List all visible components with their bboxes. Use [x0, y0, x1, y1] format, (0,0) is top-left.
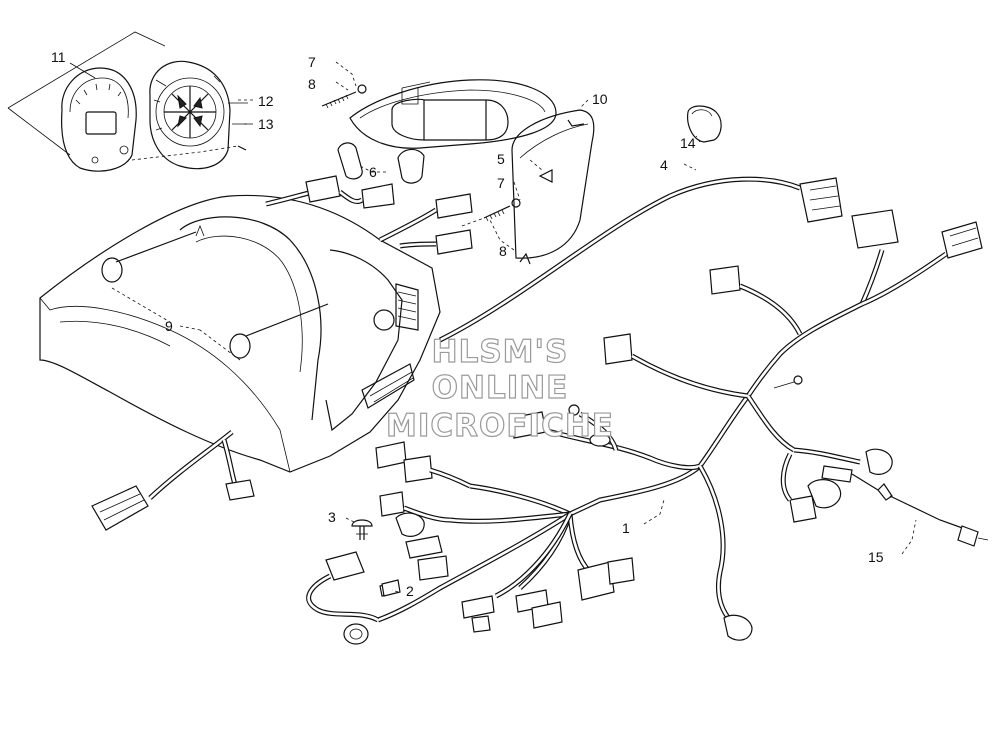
instrument-cluster-group — [7, 31, 250, 172]
callout-6: 6 — [369, 164, 377, 180]
headlight-housing-group — [321, 79, 595, 265]
callout-12: 12 — [258, 93, 274, 109]
vent-grille-upper — [395, 283, 419, 331]
speedometer-gauge — [61, 67, 137, 172]
callout-7-side: 7 — [497, 175, 505, 191]
clamp-ring-14 — [687, 105, 722, 143]
leader-lines — [179, 61, 917, 593]
callout-2: 2 — [406, 583, 414, 599]
watermark-line-2: ONLINE — [432, 370, 569, 406]
callout-14: 14 — [680, 135, 696, 151]
main-harness-lower — [306, 333, 989, 645]
vent-grille-lower — [361, 363, 415, 409]
watermark: HLSM'S ONLINE MICROFICHE — [385, 333, 614, 444]
watermark-line-3: MICROFICHE — [386, 408, 614, 444]
callout-3: 3 — [328, 509, 336, 525]
small-fuse-2 — [381, 579, 401, 597]
callout-9: 9 — [165, 318, 173, 334]
callout-13: 13 — [258, 116, 274, 132]
callout-10: 10 — [592, 91, 608, 107]
watermark-line-1: HLSM'S — [432, 334, 569, 370]
callout-4: 4 — [660, 157, 668, 173]
callout-8-side: 8 — [499, 243, 507, 259]
callout-15: 15 — [868, 549, 884, 565]
callout-1: 1 — [622, 520, 630, 536]
left-connector-pigtail — [91, 430, 255, 531]
push-rivet-3 — [351, 519, 373, 540]
callout-5: 5 — [497, 151, 505, 167]
front-fairing — [39, 194, 441, 473]
headlight-sub-harness — [265, 175, 473, 255]
callout-11: 11 — [51, 49, 66, 65]
main-harness-upper — [438, 176, 983, 398]
callout-labels: 1 2 3 4 5 6 7 7 8 8 9 10 11 12 13 14 15 — [51, 49, 884, 599]
callout-7-top: 7 — [308, 54, 316, 70]
callout-8-top: 8 — [308, 76, 316, 92]
gauge-housing — [149, 60, 231, 170]
